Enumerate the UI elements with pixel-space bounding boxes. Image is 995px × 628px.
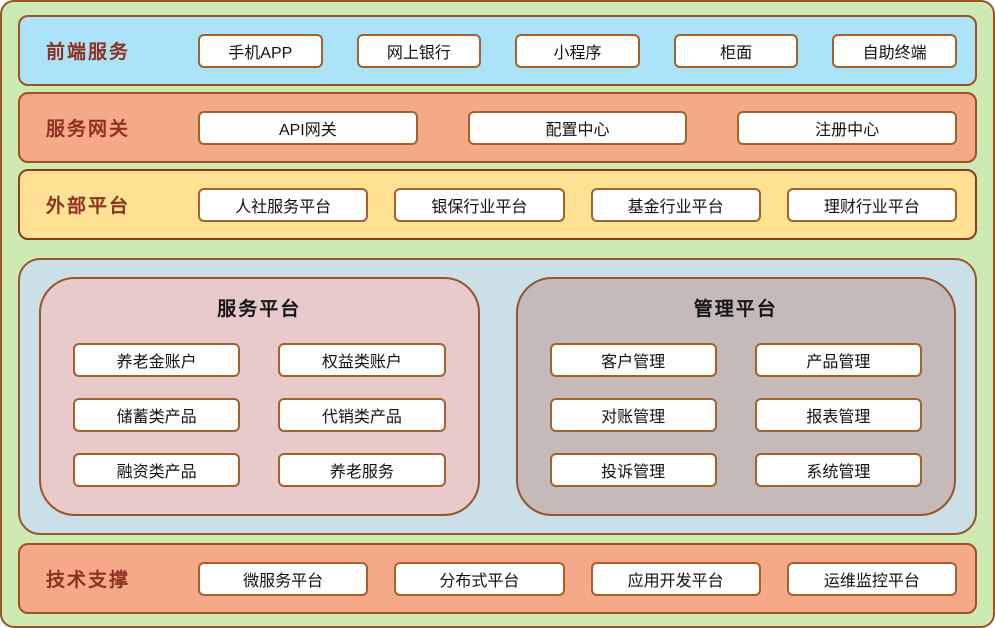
node-online-banking: 网上银行 <box>356 33 482 68</box>
platforms-container: 服务平台 养老金账户 权益类账户 储蓄类产品 代销类产品 融资类产品 养老服务 … <box>18 258 977 535</box>
band-external-platforms: 外部平台 人社服务平台 银保行业平台 基金行业平台 理财行业平台 <box>18 169 977 240</box>
node-pension-services: 养老服务 <box>278 453 446 487</box>
node-bancassurance-platform: 银保行业平台 <box>394 187 565 222</box>
node-microservice-platform: 微服务平台 <box>198 561 369 596</box>
band-items-frontend: 手机APP 网上银行 小程序 柜面 自助终端 <box>198 33 957 68</box>
band-items-tech: 微服务平台 分布式平台 应用开发平台 运维监控平台 <box>198 561 957 596</box>
node-registry-center: 注册中心 <box>737 110 958 145</box>
node-config-center: 配置中心 <box>467 110 688 145</box>
band-label-external: 外部平台 <box>46 196 131 217</box>
node-report-management: 报表管理 <box>754 398 922 432</box>
node-customer-management: 客户管理 <box>549 343 717 377</box>
node-reconciliation-management: 对账管理 <box>549 398 717 432</box>
panel-grid-service: 养老金账户 权益类账户 储蓄类产品 代销类产品 融资类产品 养老服务 <box>73 343 446 487</box>
band-service-gateway: 服务网关 API网关 配置中心 注册中心 <box>18 92 977 163</box>
node-counter: 柜面 <box>673 33 799 68</box>
node-social-security-platform: 人社服务平台 <box>198 187 369 222</box>
band-label-tech: 技术支撑 <box>46 570 131 591</box>
band-items-external: 人社服务平台 银保行业平台 基金行业平台 理财行业平台 <box>198 187 957 222</box>
node-financing-products: 融资类产品 <box>73 453 241 487</box>
node-agency-products: 代销类产品 <box>278 398 446 432</box>
node-savings-products: 储蓄类产品 <box>73 398 241 432</box>
band-items-gateway: API网关 配置中心 注册中心 <box>198 110 958 145</box>
node-pension-account: 养老金账户 <box>73 343 241 377</box>
panel-management-platform: 管理平台 客户管理 产品管理 对账管理 报表管理 投诉管理 系统管理 <box>515 277 956 516</box>
node-api-gateway: API网关 <box>198 110 418 145</box>
band-label-frontend: 前端服务 <box>46 42 131 63</box>
band-frontend-services: 前端服务 手机APP 网上银行 小程序 柜面 自助终端 <box>18 15 977 86</box>
node-distributed-platform: 分布式平台 <box>394 561 565 596</box>
node-wealth-industry-platform: 理财行业平台 <box>786 187 957 222</box>
node-ops-monitoring-platform: 运维监控平台 <box>786 561 957 596</box>
band-tech-support: 技术支撑 微服务平台 分布式平台 应用开发平台 运维监控平台 <box>18 543 977 614</box>
panel-service-platform: 服务平台 养老金账户 权益类账户 储蓄类产品 代销类产品 融资类产品 养老服务 <box>39 277 480 516</box>
node-self-service-terminal: 自助终端 <box>832 33 957 68</box>
node-app-dev-platform: 应用开发平台 <box>590 561 761 596</box>
node-equity-account: 权益类账户 <box>278 343 446 377</box>
node-complaint-management: 投诉管理 <box>549 453 717 487</box>
node-mini-program: 小程序 <box>515 33 640 68</box>
node-fund-industry-platform: 基金行业平台 <box>590 187 761 222</box>
panel-grid-management: 客户管理 产品管理 对账管理 报表管理 投诉管理 系统管理 <box>549 343 922 487</box>
panel-title-service: 服务平台 <box>217 299 302 320</box>
node-product-management: 产品管理 <box>754 343 922 377</box>
panel-title-management: 管理平台 <box>693 299 778 320</box>
node-system-management: 系统管理 <box>754 453 922 487</box>
node-mobile-app: 手机APP <box>198 33 323 68</box>
band-label-gateway: 服务网关 <box>46 119 131 140</box>
